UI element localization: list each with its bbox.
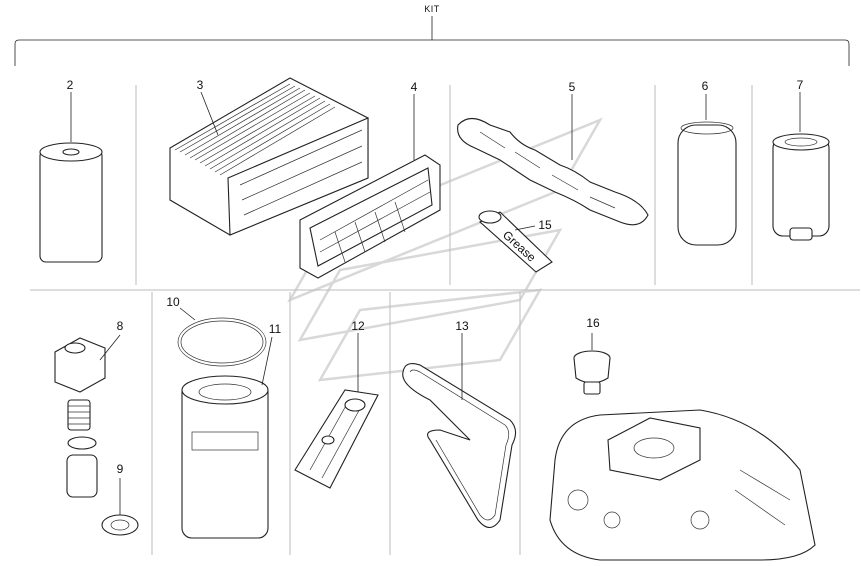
callout-6: 6 [702,79,709,93]
water-separator-icon [54,334,121,498]
cabin-filter-icon [299,94,441,279]
callout-12: 12 [351,319,365,333]
kit-label: KIT [424,4,440,14]
callout-8: 8 [117,319,124,333]
callout-15: 15 [538,218,552,232]
hose-clip-icon [294,333,379,489]
callout-10: 10 [166,295,180,309]
callout-3: 3 [197,78,204,92]
fuel-filter-icon [772,92,830,241]
gasket-icon [457,94,649,226]
separators [30,85,860,555]
oil-filter-icon [39,92,103,263]
drive-belt-icon [402,333,517,529]
callout-7: 7 [797,78,804,92]
hydraulic-filter-icon [677,94,737,246]
callout-16: 16 [586,316,600,330]
o-ring-icon [177,307,267,367]
callout-4: 4 [411,80,418,94]
strainer-icon [101,478,139,536]
kit-bracket: KIT [14,4,850,66]
callout-9: 9 [117,462,124,476]
callout-2: 2 [67,78,74,92]
breather-cap-icon [573,333,611,395]
filter-cartridge-icon [181,336,273,539]
callout-13: 13 [455,319,469,333]
callout-11: 11 [269,322,282,336]
air-filter-icon [169,77,369,236]
callout-5: 5 [569,80,576,94]
housing-icon [549,409,816,561]
